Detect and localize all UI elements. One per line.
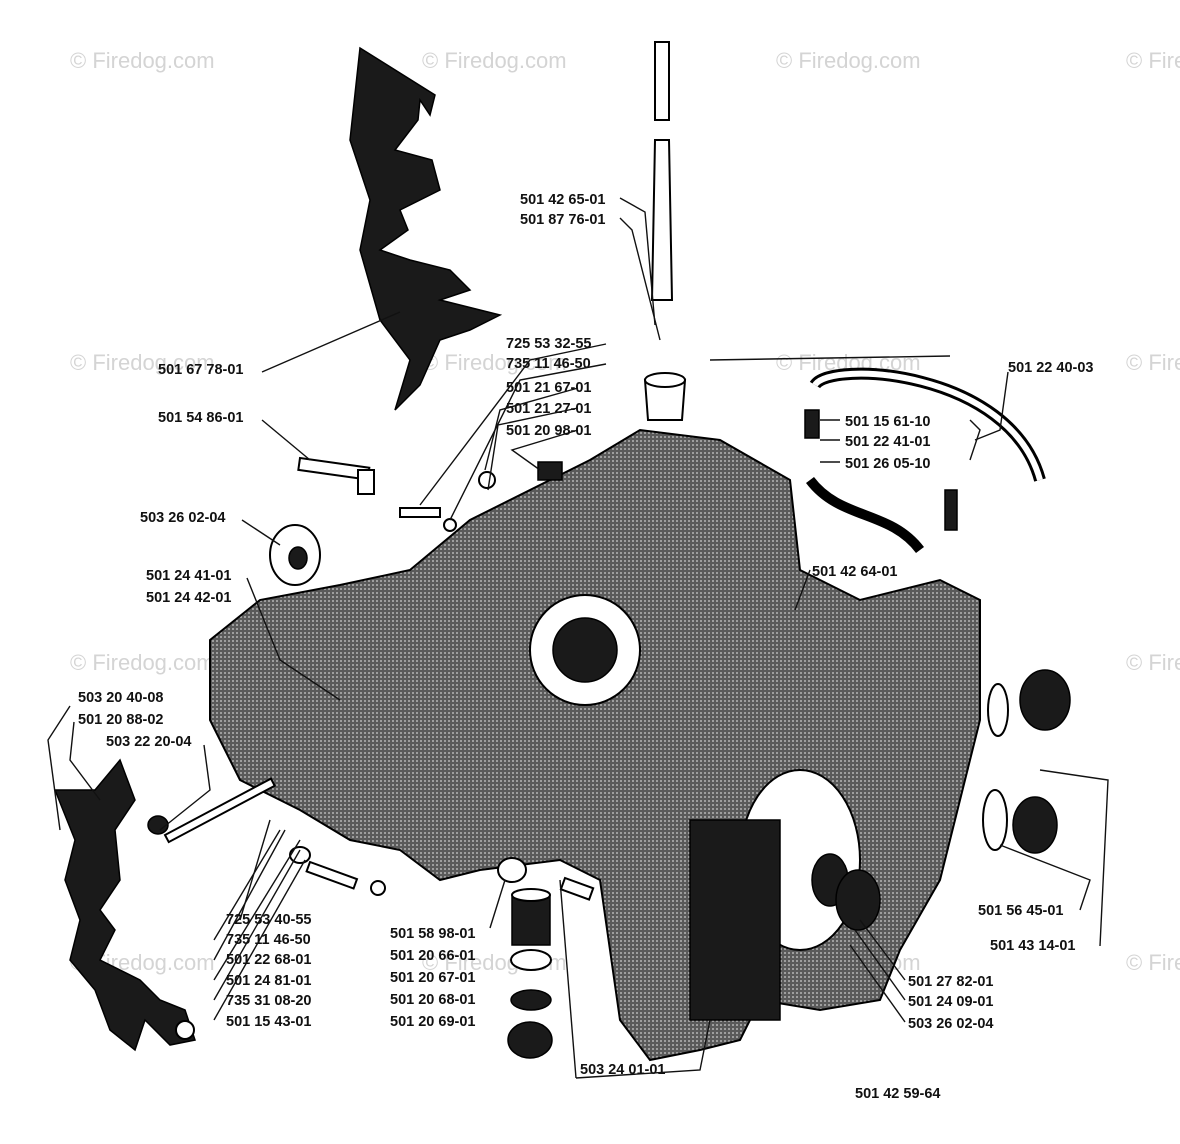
- part-label: 501 67 78-01: [158, 362, 243, 378]
- part-label: 501 21 27-01: [506, 401, 591, 417]
- part-label: 501 58 98-01: [390, 926, 475, 942]
- watermark: © Firedog.com: [422, 350, 567, 375]
- part-label: 501 20 67-01: [390, 970, 475, 986]
- nut-left: [147, 815, 169, 835]
- watermark: © Firedog.com: [1126, 350, 1180, 375]
- oil-plug: [507, 1021, 553, 1059]
- washer-small: [443, 518, 457, 532]
- part-label: 501 43 14-01: [990, 938, 1075, 954]
- part-label: 501 42 64-01: [812, 564, 897, 580]
- seal-left-upper: [987, 683, 1009, 737]
- part-label: 501 54 86-01: [158, 410, 243, 426]
- seal-crank: [835, 869, 881, 931]
- part-label: 503 26 02-04: [140, 510, 225, 526]
- part-label: 501 24 09-01: [908, 994, 993, 1010]
- part-label: 501 24 41-01: [146, 568, 231, 584]
- watermark: © Firedog.com: [1126, 950, 1180, 975]
- impulse-hose: [806, 476, 924, 554]
- hose-connector: [944, 489, 958, 531]
- part-label: 501 22 41-01: [845, 434, 930, 450]
- part-label: 501 42 65-01: [520, 192, 605, 208]
- part-label: 501 21 67-01: [506, 380, 591, 396]
- bearing-lower: [1012, 796, 1058, 854]
- part-label: 735 11 46-50: [226, 932, 311, 948]
- hose-nipple: [804, 409, 820, 439]
- seal-left-lower: [982, 789, 1008, 851]
- long-screw: [163, 777, 277, 844]
- watermarks: © Firedog.com © Firedog.com © Firedog.co…: [70, 48, 1180, 975]
- bumper-spike-upper: [349, 46, 503, 411]
- part-label: 501 20 69-01: [390, 1014, 475, 1030]
- bolt-501-54-86: [297, 456, 375, 495]
- bushing-top: [644, 372, 686, 388]
- part-labels: 501 42 65-01 501 87 76-01 725 53 32-55 7…: [78, 192, 1093, 1102]
- oil-filter: [511, 894, 551, 946]
- part-label: 501 15 43-01: [226, 1014, 311, 1030]
- watermark: © Firedog.com: [776, 48, 921, 73]
- leader-lines: [47, 197, 1109, 1079]
- fuel-hose-inner: [812, 370, 1043, 481]
- watermark: © Firedog.com: [70, 650, 215, 675]
- part-label: 501 87 76-01: [520, 212, 605, 228]
- part-label: 501 27 82-01: [908, 974, 993, 990]
- part-label: 501 56 45-01: [978, 903, 1063, 919]
- filter-cap: [511, 888, 551, 902]
- nut-small: [478, 471, 496, 489]
- washer-bottom: [370, 880, 386, 896]
- part-label: 501 20 88-02: [78, 712, 163, 728]
- part-label: 503 24 01-01: [580, 1062, 665, 1078]
- block-501-20-98: [537, 461, 563, 481]
- part-label: 501 20 98-01: [506, 423, 591, 439]
- screw-725-53-40-55: [305, 860, 359, 890]
- pin-503-24-01: [559, 876, 595, 901]
- watermark: © Firedog.com: [70, 350, 215, 375]
- part-label: 501 22 68-01: [226, 952, 311, 968]
- shaft-tube: [650, 139, 674, 301]
- watermark: © Firedog.com: [422, 48, 567, 73]
- spring: [510, 949, 552, 971]
- part-label: 501 24 42-01: [146, 590, 231, 606]
- part-label: 503 20 40-08: [78, 690, 163, 706]
- crank-bore-inner: [552, 617, 618, 683]
- part-label: 503 22 20-04: [106, 734, 191, 750]
- screw-725-53-32-55: [399, 507, 441, 518]
- part-label: 501 15 61-10: [845, 414, 930, 430]
- washer-hole: [288, 546, 308, 570]
- watermark: © Firedog.com: [1126, 48, 1180, 73]
- nut-503-22-20: [289, 846, 311, 864]
- part-label: 735 31 08-20: [226, 993, 311, 1009]
- bearing-upper: [1019, 669, 1071, 731]
- shaft-top: [654, 41, 670, 121]
- part-label: 725 53 32-55: [506, 336, 591, 352]
- o-ring: [510, 989, 552, 1011]
- part-label: 501 20 66-01: [390, 948, 475, 964]
- watermark: © Firedog.com: [70, 48, 215, 73]
- part-label: 725 53 40-55: [226, 912, 311, 928]
- bumper-hole: [175, 1020, 195, 1040]
- part-label: 501 42 59-64: [855, 1086, 940, 1102]
- plug-501-58-98: [497, 857, 527, 883]
- part-label: 501 26 05-10: [845, 456, 930, 472]
- part-label: 735 11 46-50: [506, 356, 591, 372]
- watermark: © Firedog.com: [1126, 650, 1180, 675]
- part-label: 503 26 02-04: [908, 1016, 993, 1032]
- crankcase-side: [689, 819, 781, 1021]
- part-label: 501 20 68-01: [390, 992, 475, 1008]
- bumper-spike-lower: [53, 758, 196, 1052]
- part-label: 501 22 40-03: [1008, 360, 1093, 376]
- part-label: 501 24 81-01: [226, 973, 311, 989]
